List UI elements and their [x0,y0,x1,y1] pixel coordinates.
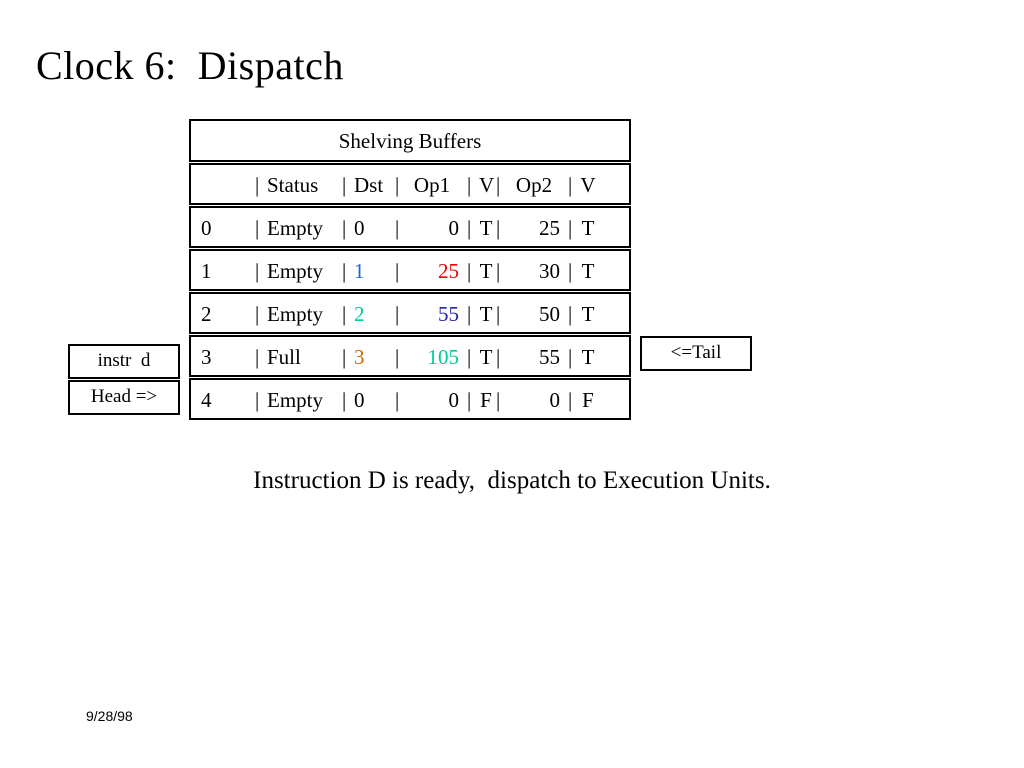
slide-date: 9/28/98 [86,708,133,724]
separator-bar: | [467,302,472,326]
cell-v1: T [479,302,493,326]
cell-v1: T [479,216,493,240]
cell-status: Empty [267,302,323,326]
cell-op1: 55 [438,302,459,326]
table-row: 1 | Empty | 1 | 25 | T | 30 | T [189,249,631,291]
head-pointer-box: Head => [68,380,180,415]
table-caption: Shelving Buffers [189,119,631,162]
cell-op2: 25 [539,216,560,240]
separator-bar: | [496,345,501,369]
cell-v2: F [582,388,594,412]
cell-v2: T [581,302,595,326]
separator-bar: | [255,345,260,369]
separator-bar: | [496,216,501,240]
shelving-buffers-table: Shelving Buffers | Status | Dst | Op1 | … [189,119,631,420]
header-dst: Dst [354,173,384,197]
cell-index: 2 [201,302,212,326]
cell-status: Empty [267,388,323,412]
separator-bar: | [395,302,400,326]
cell-op2: 0 [549,388,561,412]
cell-index: 1 [201,259,212,283]
header-v2: V [580,173,596,197]
cell-v1: F [480,388,492,412]
separator-bar: | [255,173,260,197]
table-header-row: | Status | Dst | Op1 | V | Op2 | V [189,163,631,205]
separator-bar: | [255,216,260,240]
cell-dst: 0 [354,216,365,240]
cell-op2: 30 [539,259,560,283]
separator-bar: | [342,302,347,326]
cell-v1: T [479,345,493,369]
header-v1: V [479,173,495,197]
cell-status: Empty [267,259,323,283]
cell-status: Full [267,345,301,369]
header-status: Status [267,173,319,197]
separator-bar: | [568,302,573,326]
cell-op1: 105 [427,345,460,369]
cell-v1: T [479,259,493,283]
cell-index: 0 [201,216,212,240]
separator-bar: | [467,259,472,283]
separator-bar: | [342,259,347,283]
cell-dst: 2 [354,302,365,326]
cell-index: 4 [201,388,212,412]
header-op2: Op2 [515,173,553,197]
table-row: 0 | Empty | 0 | 0 | T | 25 | T [189,206,631,248]
separator-bar: | [568,259,573,283]
separator-bar: | [496,302,501,326]
separator-bar: | [342,173,347,197]
instr-pointer-box: instr d [68,344,180,379]
separator-bar: | [568,345,573,369]
cell-op1: 0 [448,216,460,240]
separator-bar: | [342,388,347,412]
cell-dst: 3 [354,345,365,369]
cell-v2: T [581,216,595,240]
cell-op1: 25 [438,259,459,283]
cell-status: Empty [267,216,323,240]
cell-op1: 0 [448,388,460,412]
separator-bar: | [467,388,472,412]
cell-op2: 50 [539,302,560,326]
separator-bar: | [395,259,400,283]
separator-bar: | [496,259,501,283]
slide-caption: Instruction D is ready, dispatch to Exec… [253,467,771,494]
table-row: 4 | Empty | 0 | 0 | F | 0 | F [189,378,631,420]
tail-pointer-box: <=Tail [640,336,752,371]
separator-bar: | [568,216,573,240]
cell-op2: 55 [539,345,560,369]
separator-bar: | [467,216,472,240]
header-index [201,165,247,203]
separator-bar: | [255,302,260,326]
separator-bar: | [467,345,472,369]
separator-bar: | [467,173,472,197]
table-row: 3 | Full | 3 | 105 | T | 55 | T [189,335,631,377]
separator-bar: | [568,388,573,412]
separator-bar: | [395,388,400,412]
cell-v2: T [581,259,595,283]
header-op1: Op1 [413,173,451,197]
table-row: 2 | Empty | 2 | 55 | T | 50 | T [189,292,631,334]
separator-bar: | [255,259,260,283]
separator-bar: | [395,345,400,369]
cell-index: 3 [201,345,212,369]
separator-bar: | [395,216,400,240]
separator-bar: | [255,388,260,412]
separator-bar: | [342,345,347,369]
cell-dst: 0 [354,388,365,412]
cell-v2: T [581,345,595,369]
separator-bar: | [395,173,400,197]
separator-bar: | [568,173,573,197]
separator-bar: | [342,216,347,240]
page-title: Clock 6: Dispatch [36,43,344,88]
separator-bar: | [496,388,501,412]
cell-dst: 1 [354,259,365,283]
separator-bar: | [496,173,501,197]
